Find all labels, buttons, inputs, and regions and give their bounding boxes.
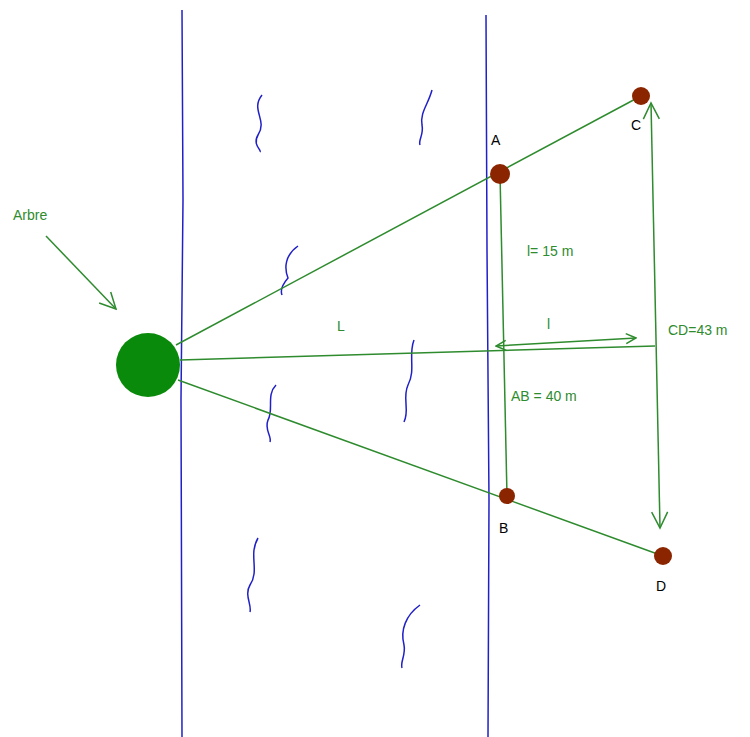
- point-name: C: [630, 117, 642, 133]
- length-label: L: [336, 318, 346, 334]
- dimension-label: AB = 40 m: [510, 388, 578, 404]
- point-name: D: [655, 578, 667, 594]
- water-ripples: [248, 90, 432, 668]
- river-bank: [486, 15, 489, 737]
- dimension-label: CD=43 m: [667, 322, 729, 338]
- tree-callout: Arbre: [12, 207, 48, 223]
- tree-circle: [116, 333, 180, 397]
- length-label: l: [546, 316, 551, 332]
- point-name: B: [498, 520, 509, 536]
- sight-lines: [46, 96, 663, 556]
- stake-points: [490, 87, 672, 565]
- river-bank: [181, 10, 183, 737]
- dimension-label: l= 15 m: [526, 243, 574, 259]
- point-name: A: [490, 132, 501, 148]
